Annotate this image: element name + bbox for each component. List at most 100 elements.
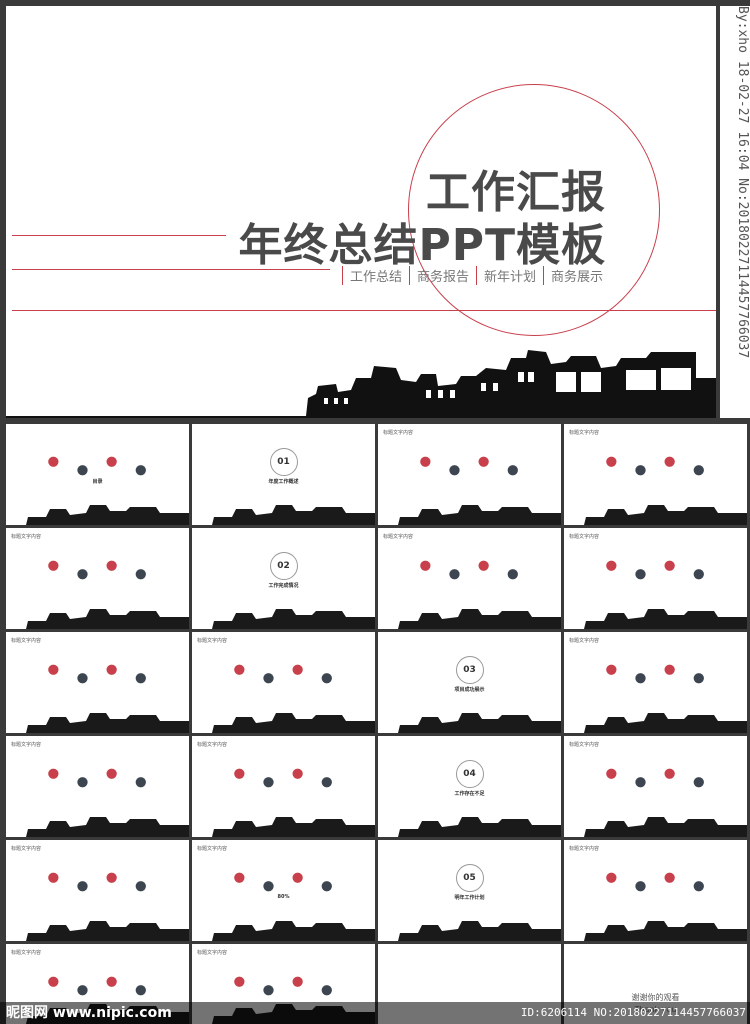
mini-skyline [378,921,561,941]
mini-skyline [378,817,561,837]
slide-graphic [48,560,146,580]
graphic-dot [635,881,646,892]
graphic-dot [135,569,146,580]
slide-graphic [234,976,332,996]
hero-title-line1: 工作汇报 [426,167,606,218]
slide-graphic [48,664,146,684]
graphic-dot [77,777,88,788]
graphic-dot [135,465,146,476]
graphic-dot [693,777,704,788]
thumbnail-subtitle: 工作存在不足 [454,791,485,797]
graphic-dot [48,456,59,467]
slide-thumbnail[interactable]: 标题文字内容 [192,736,375,837]
graphic-dot [263,673,274,684]
slide-graphic [420,560,518,580]
thumbnail-title: 标题文字内容 [11,846,42,852]
slide-thumbnail[interactable]: 标题文字内容 [564,632,747,733]
graphic-dot [77,881,88,892]
hero-tag: 工作总结 [342,266,409,285]
thumbnail-title: 标题文字内容 [383,534,414,540]
graphic-dot [606,456,617,467]
mini-skyline [192,505,375,525]
slide-thumbnail[interactable]: 标题文字内容 [378,424,561,525]
side-watermark: By:xho 18-02-27 16:04 No:201802271144577… [720,6,750,418]
graphic-dot [635,673,646,684]
mini-skyline [192,609,375,629]
graphic-dot [48,872,59,883]
hero-line-left [12,235,226,236]
graphic-dot [234,768,245,779]
graphic-dot [263,777,274,788]
mini-skyline [192,713,375,733]
thumbnail-title: 标题文字内容 [197,742,228,748]
slide-graphic [48,872,146,892]
slide-graphic [234,872,332,892]
slide-thumbnail[interactable]: 标题文字内容 [6,632,189,733]
city-skyline [6,350,716,418]
slide-thumbnail[interactable]: 标题文字内容 [192,632,375,733]
slide-thumbnail[interactable]: 04 工作存在不足 [378,736,561,837]
mini-skyline [6,921,189,941]
graphic-dot [507,569,518,580]
graphic-dot [263,985,274,996]
graphic-dot [234,976,245,987]
hero-tags: 工作总结 商务报告 新年计划 商务展示 [342,266,610,285]
thumbnail-subtitle: 工作完成情况 [268,583,299,589]
slide-graphic [48,768,146,788]
slide-graphic [606,768,704,788]
mini-skyline [564,921,747,941]
slide-thumbnail[interactable]: 目录 [6,424,189,525]
graphic-dot [449,569,460,580]
slide-thumbnail[interactable]: 标题文字内容 [564,840,747,941]
slide-thumbnail[interactable]: 标题文字内容 [378,528,561,629]
slide-thumbnail[interactable]: 标题文字内容 [6,736,189,837]
graphic-dot [77,465,88,476]
hero-tag: 新年计划 [476,266,543,285]
thumbnail-title: 标题文字内容 [569,742,600,748]
footer-site: 昵图网 www.nipic.com [6,1005,172,1021]
mini-skyline [564,817,747,837]
slide-thumbnail[interactable]: 标题文字内容 [564,528,747,629]
slide-graphic [606,456,704,476]
thumbnail-title: 标题文字内容 [569,534,600,540]
slide-thumbnail[interactable]: 标题文字内容 [564,736,747,837]
footer-watermark: 昵图网 www.nipic.com ID:6206114 NO:20180227… [0,1002,750,1024]
slide-thumbnail[interactable]: 标题文字内容 [6,840,189,941]
graphic-dot [292,976,303,987]
slide-thumbnail[interactable]: 标题文字内容 [564,424,747,525]
thumbnail-title: 标题文字内容 [569,430,600,436]
section-number: 02 [269,552,298,580]
mini-skyline [378,609,561,629]
graphic-dot [635,569,646,580]
slide-graphic [606,560,704,580]
thumbnail-title: 标题文字内容 [11,950,42,956]
section-number: 04 [455,760,484,788]
graphic-dot [292,768,303,779]
slide-thumbnail[interactable]: 02 工作完成情况 [192,528,375,629]
hero-tag: 商务报告 [409,266,476,285]
mini-skyline [6,505,189,525]
hero-line-mid [12,269,330,270]
slide-graphic [606,664,704,684]
graphic-dot [106,872,117,883]
mini-skyline [564,505,747,525]
thumbnail-subtitle: 80% [277,894,290,900]
graphic-dot [449,465,460,476]
graphic-dot [135,881,146,892]
graphic-dot [48,976,59,987]
graphic-dot [48,664,59,675]
graphic-dot [321,881,332,892]
slide-thumbnail[interactable]: 标题文字内容 80% [192,840,375,941]
graphic-dot [420,456,431,467]
section-number: 03 [455,656,484,684]
slide-thumbnail[interactable]: 标题文字内容 [6,528,189,629]
mini-skyline [6,609,189,629]
graphic-dot [106,768,117,779]
mini-skyline [378,713,561,733]
thumbnail-title: 标题文字内容 [197,846,228,852]
graphic-dot [135,777,146,788]
